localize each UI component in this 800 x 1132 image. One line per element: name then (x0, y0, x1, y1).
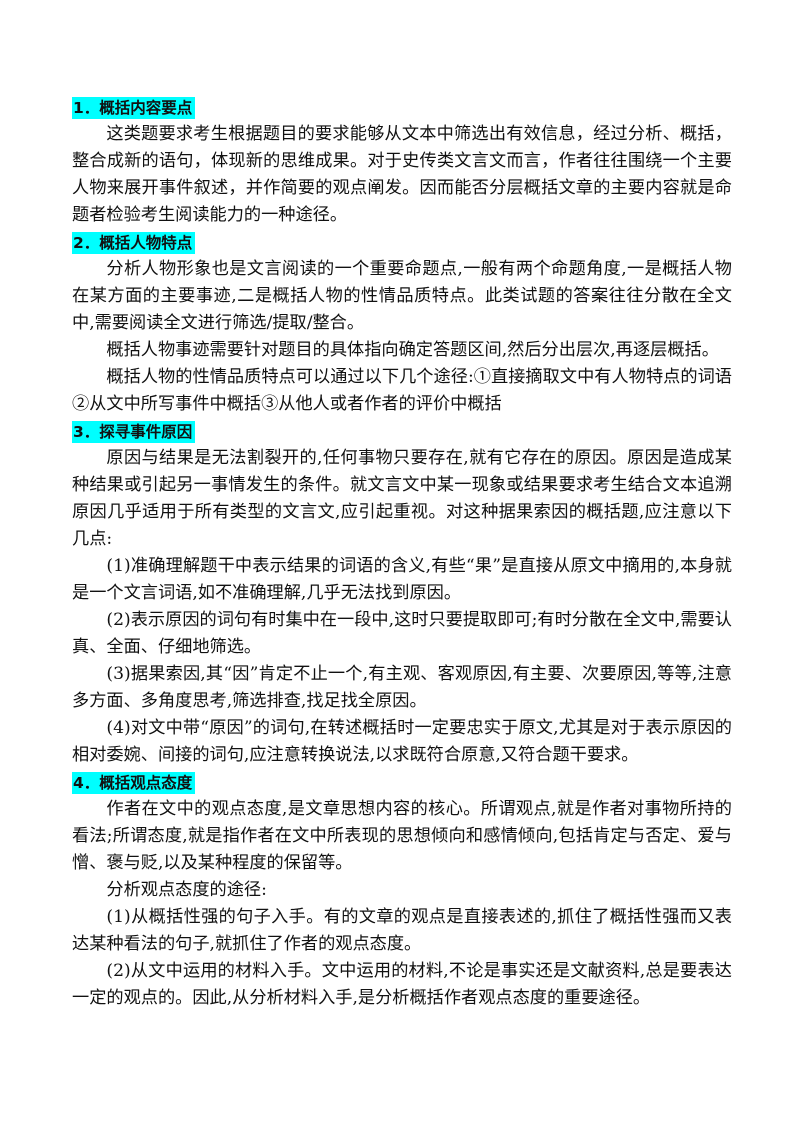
section-4-paragraph-4: (2)从文中运用的材料入手。文中运用的材料,不论是事实还是文献资料,总是要表达一… (72, 961, 732, 1008)
section-3-heading: 3．探寻事件原因 (72, 421, 196, 443)
document-content: 1．概括内容要点 这类题要求考生根据题目的要求能够从文本中筛选出有效信息，经过分… (72, 94, 732, 1012)
section-3-paragraph-5: (4)对文中带“原因”的词句,在转述概括时一定要忠实于原文,尤其是对于表示原因的… (72, 718, 732, 765)
section-2-paragraph-1: 分析人物形象也是文言阅读的一个重要命题点,一般有两个命题角度,一是概括人物在某方… (72, 259, 732, 333)
section-3-heading-row: 3．探寻事件原因 (72, 418, 732, 445)
section-4-paragraph-1: 作者在文中的观点态度,是文章思想内容的核心。所谓观点,就是作者对事物所持的看法;… (72, 799, 732, 873)
section-4-heading-row: 4．概括观点态度 (72, 769, 732, 796)
section-3-paragraph-4: (3)据果索因,其“因”肯定不止一个,有主观、客观原因,有主要、次要原因,等等,… (72, 664, 732, 711)
section-3-paragraph-2: (1)准确理解题干中表示结果的词语的含义,有些“果”是直接从原文中摘用的,本身就… (72, 556, 732, 603)
section-1-heading: 1．概括内容要点 (72, 97, 196, 119)
section-3-paragraph-1: 原因与结果是无法割裂开的,任何事物只要存在,就有它存在的原因。原因是造成某种结果… (72, 448, 732, 549)
section-4-paragraph-3: (1)从概括性强的句子入手。有的文章的观点是直接表述的,抓住了概括性强而又表达某… (72, 907, 732, 954)
section-3-paragraph-3: (2)表示原因的词句有时集中在一段中,这时只要提取即可;有时分散在全文中,需要认… (72, 610, 732, 657)
section-1-heading-row: 1．概括内容要点 (72, 94, 732, 121)
section-2-heading-row: 2．概括人物特点 (72, 229, 732, 256)
section-1-paragraph-1: 这类题要求考生根据题目的要求能够从文本中筛选出有效信息，经过分析、概括，整合成新… (72, 124, 732, 225)
section-4-heading: 4．概括观点态度 (72, 772, 196, 794)
section-2-paragraph-3: 概括人物的性情品质特点可以通过以下几个途径:①直接摘取文中有人物特点的词语②从文… (72, 367, 732, 414)
section-4-paragraph-2: 分析观点态度的途径: (106, 880, 267, 900)
section-2-heading: 2．概括人物特点 (72, 232, 196, 254)
section-2-paragraph-2: 概括人物事迹需要针对题目的具体指向确定答题区间,然后分出层次,再逐层概括。 (106, 340, 719, 360)
